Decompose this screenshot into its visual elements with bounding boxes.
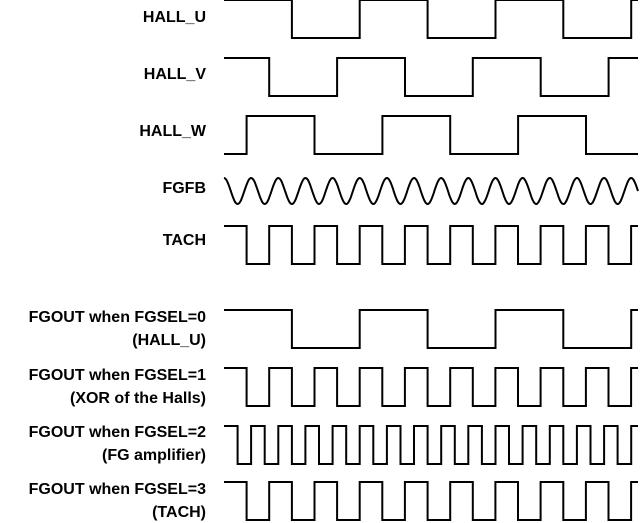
signal-label: FGOUT when FGSEL=0: [29, 309, 206, 326]
signal-sublabel: (XOR of the Halls): [70, 390, 206, 407]
signal-fgout-2: FGOUT when FGSEL=2 (FG amplifier): [29, 424, 638, 465]
signal-label: TACH: [163, 232, 206, 249]
signal-label: FGFB: [162, 180, 206, 197]
signal-fgfb: FGFB: [162, 176, 639, 206]
signal-tach: TACH: [163, 225, 638, 265]
signal-sublabel: (HALL_U): [132, 332, 206, 349]
waveform-fgout-2: [224, 425, 638, 465]
signal-fgout-3: FGOUT when FGSEL=3 (TACH): [29, 481, 638, 521]
signal-hall-w: HALL_W: [139, 115, 638, 155]
waveform-fgout-0: [224, 309, 638, 349]
waveform-hall-v: [224, 57, 638, 97]
signal-hall-v: HALL_V: [144, 57, 638, 97]
signal-label: HALL_V: [144, 66, 207, 83]
waveform-fgout-1: [224, 367, 638, 407]
waveform-fgout-3: [224, 481, 638, 521]
signal-label: FGOUT when FGSEL=1: [29, 367, 206, 384]
signal-sublabel: (TACH): [152, 504, 206, 521]
waveform-hall-w: [224, 115, 638, 155]
waveform-tach: [224, 225, 638, 265]
signal-label: FGOUT when FGSEL=2: [29, 424, 206, 441]
waveform-hall-u: [224, 0, 638, 39]
signal-label: HALL_W: [139, 123, 207, 140]
signal-label: HALL_U: [143, 9, 206, 26]
signal-label: FGOUT when FGSEL=3: [29, 481, 206, 498]
signal-hall-u: HALL_U: [143, 0, 638, 39]
signal-fgout-0: FGOUT when FGSEL=0 (HALL_U): [29, 309, 638, 349]
waveform-fgfb: [223, 176, 639, 206]
signal-sublabel: (FG amplifier): [102, 447, 206, 464]
signal-fgout-1: FGOUT when FGSEL=1 (XOR of the Halls): [29, 367, 638, 407]
